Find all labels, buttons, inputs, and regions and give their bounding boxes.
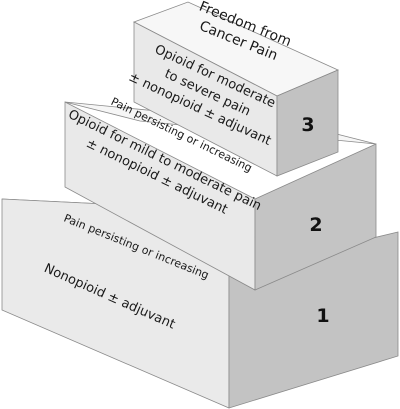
step-3-number: 3: [301, 114, 314, 136]
step-2-side-face: [254, 143, 377, 291]
step-3-side-face: [276, 69, 339, 177]
step-1-number: 1: [316, 305, 329, 327]
step-2-number: 2: [309, 214, 322, 236]
step-3-block: [133, 1, 339, 177]
